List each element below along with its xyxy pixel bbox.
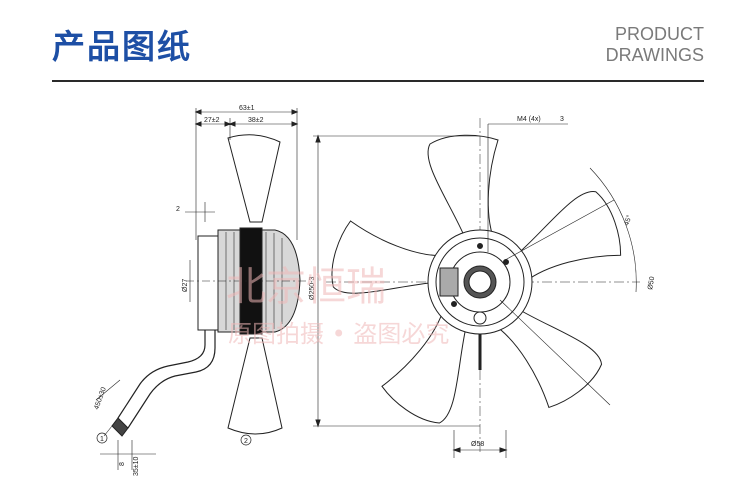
label-shaft-dia: Ø27 (182, 279, 189, 292)
label-mark-2: 2 (244, 438, 248, 445)
hub-hole-top (477, 243, 483, 249)
lower-blade (227, 337, 283, 435)
label-angle: 45° (622, 214, 633, 227)
label-bolt-circle: Ø50 (647, 276, 656, 290)
cable-upper (117, 330, 206, 419)
motor-flange (197, 235, 219, 331)
watermark: 北京恒瑞 原图拍摄 • 盗图必究 (226, 264, 449, 348)
blade-5 (331, 220, 446, 294)
side-view (95, 108, 306, 470)
label-screw: M4 (4x) (517, 116, 541, 123)
connector-box (439, 267, 459, 297)
blade-1 (427, 134, 499, 241)
hub-screw-bottom (473, 311, 487, 325)
label-lead-length: 35±10 (133, 456, 140, 476)
page-title: 产品图纸 (52, 27, 192, 66)
label-screw-mark: 3 (560, 116, 564, 123)
label-hub-dia: Ø58 (471, 441, 484, 448)
hub-hole-right (503, 259, 509, 265)
blade-2 (515, 191, 622, 284)
front-view (313, 118, 640, 458)
blade-4 (381, 306, 468, 424)
header-divider (52, 80, 704, 82)
subtitle-line-1: PRODUCT (615, 24, 704, 44)
label-mark-1: 1 (100, 436, 104, 443)
arrowheads-hub-dia (452, 447, 508, 453)
callout-2 (240, 434, 252, 446)
label-overall-depth: 63±1 (239, 105, 255, 112)
dim-line-cable (95, 379, 121, 401)
page-subtitle: PRODUCT DRAWINGS (606, 24, 704, 66)
blade-3 (492, 307, 603, 409)
subtitle-line-2: DRAWINGS (605, 45, 704, 65)
watermark-line-2: 原图拍摄 • 盗图必究 (228, 320, 449, 348)
dimension-labels: 63±1 27±2 38±2 2 Ø27 Ø250-3 M4 (4x) 3 45… (93, 105, 656, 476)
arc-outer-dim (589, 167, 637, 293)
hub-hole-left (451, 301, 457, 307)
callout-1 (96, 432, 108, 444)
label-gap: 2 (176, 206, 180, 213)
label-fan-dia: Ø250-3 (309, 277, 316, 300)
arrowheads-sub (194, 121, 299, 127)
label-cable-strip: 8 (119, 462, 126, 466)
cable-end (111, 417, 129, 437)
label-blade-depth: 38±2 (248, 117, 264, 124)
hub-ring (435, 237, 525, 327)
upper-blade (227, 134, 281, 223)
cable-lower (127, 330, 216, 429)
radius-leader (499, 299, 611, 406)
angle-leader (504, 199, 615, 261)
fan-blades (331, 134, 622, 424)
watermark-line-1: 北京恒瑞 (226, 264, 386, 310)
hub-shaft (468, 270, 492, 294)
page-header: 产品图纸 PRODUCT DRAWINGS (0, 0, 750, 82)
label-hub-depth: 27±2 (204, 117, 220, 124)
label-cable-length: 450±30 (93, 386, 108, 410)
arrowheads-fan-dia (315, 134, 321, 428)
arrowheads-overall (194, 109, 299, 115)
